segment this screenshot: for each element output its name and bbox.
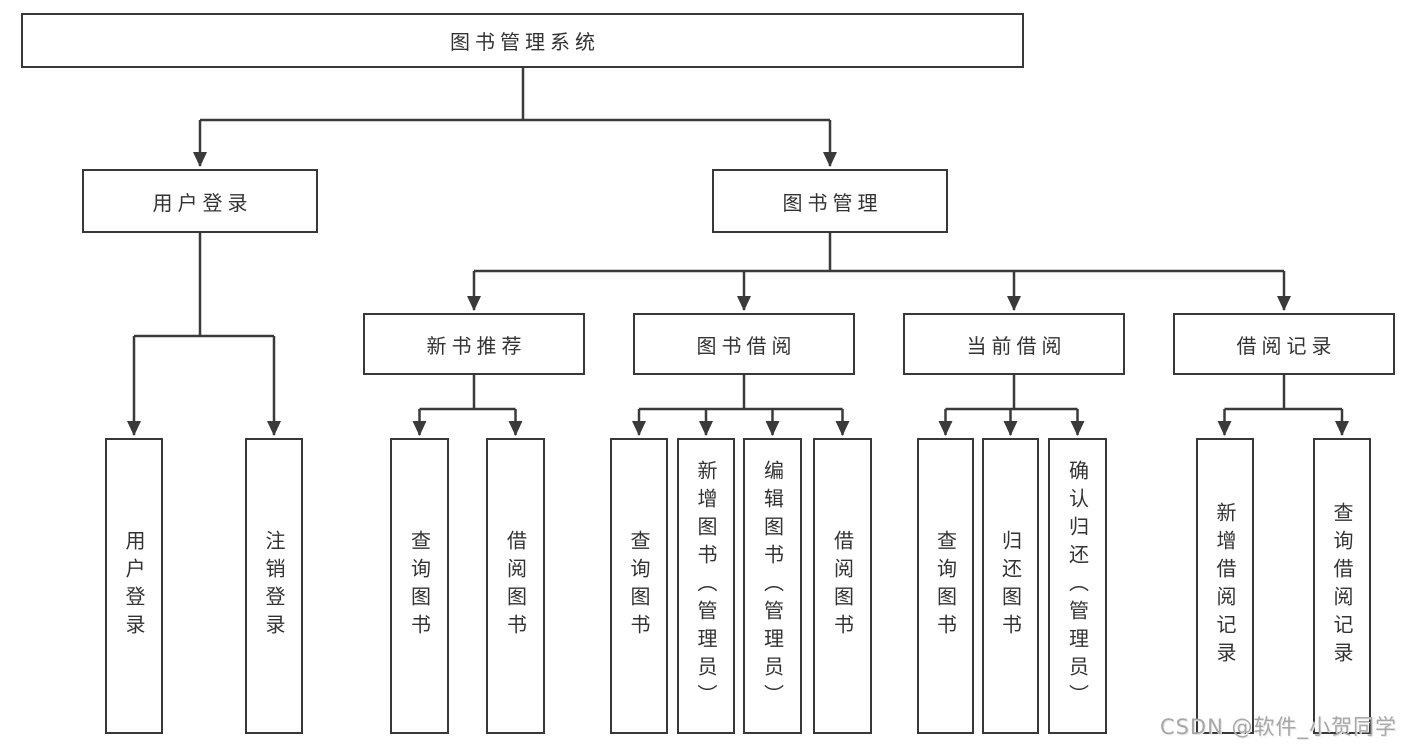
leaf-bb-add-book-label: 新增图书（管理员） [694,460,718,712]
leaf-bb-query-book-label: 查询图书 [627,530,651,642]
leaf-cb-return-book-label: 归还图书 [998,530,1023,642]
leaf-user-login: 用户登录 [105,438,163,734]
leaf-nb-query-book: 查询图书 [390,438,449,734]
leaf-user-login-label: 用户登录 [122,530,146,642]
node-current-borrow-label: 当前借阅 [966,333,1067,358]
node-current-borrow: 当前借阅 [903,313,1125,375]
leaf-cb-confirm-return-label: 确认归还（管理员） [1065,460,1090,712]
leaf-br-query-record: 查询借阅记录 [1313,438,1371,734]
leaf-logout-label: 注销登录 [262,530,286,642]
watermark: CSDN @软件_小贺同学 [1159,715,1397,739]
node-new-book-recommend: 新书推荐 [363,313,585,375]
leaf-br-add-record: 新增借阅记录 [1196,438,1254,734]
leaf-logout: 注销登录 [245,438,303,734]
leaf-cb-confirm-return: 确认归还（管理员） [1048,438,1107,734]
node-new-book-recommend-label: 新书推荐 [426,333,527,358]
node-user-login: 用户登录 [82,169,318,233]
node-root: 图书管理系统 [21,13,1024,68]
node-root-label: 图书管理系统 [450,30,600,54]
node-borrow-records-label: 借阅记录 [1236,333,1337,358]
leaf-bb-edit-book: 编辑图书（管理员） [743,438,802,734]
node-book-management-label: 图书管理 [782,190,883,215]
node-book-borrow-label: 图书借阅 [696,333,797,358]
leaf-br-add-record-label: 新增借阅记录 [1213,502,1237,670]
leaf-bb-borrow-book: 借阅图书 [813,438,872,734]
leaf-bb-add-book: 新增图书（管理员） [677,438,735,734]
leaf-cb-return-book: 归还图书 [982,438,1039,734]
leaf-nb-borrow-book-label: 借阅图书 [503,530,528,642]
leaf-bb-query-book: 查询图书 [610,438,668,734]
node-book-borrow: 图书借阅 [633,313,855,375]
leaf-bb-borrow-book-label: 借阅图书 [830,530,855,642]
node-book-management: 图书管理 [712,169,948,233]
leaf-nb-borrow-book: 借阅图书 [486,438,545,734]
leaf-bb-edit-book-label: 编辑图书（管理员） [760,460,785,712]
node-user-login-label: 用户登录 [152,190,253,215]
leaf-cb-query-book: 查询图书 [917,438,974,734]
leaf-cb-query-book-label: 查询图书 [933,530,958,642]
node-borrow-records: 借阅记录 [1173,313,1395,375]
leaf-nb-query-book-label: 查询图书 [407,530,432,642]
leaf-br-query-record-label: 查询借阅记录 [1330,502,1354,670]
